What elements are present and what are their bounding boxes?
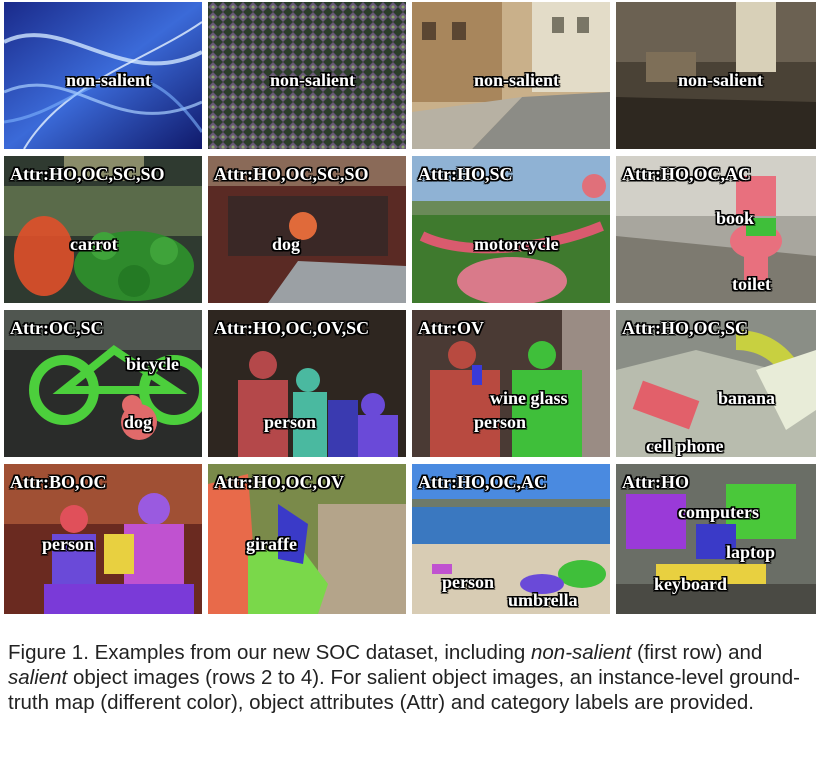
category-label: book (716, 208, 755, 228)
image-motorcycle: Attr:HO,SC motorcycle (412, 156, 610, 303)
category-label: keyboard (654, 574, 728, 594)
caption-emphasis: non-salient (531, 641, 632, 664)
category-label: toilet (732, 274, 771, 294)
image-street: non-salient (412, 2, 610, 149)
scooter-picture (4, 464, 202, 614)
image-beach: Attr:HO,OC,AC person umbrella (412, 464, 610, 614)
category-label: person (264, 412, 317, 432)
figure-caption: Figure 1. Examples from our new SOC data… (8, 640, 816, 715)
category-label: banana (718, 388, 776, 408)
wine-picture (412, 310, 610, 457)
image-toilet: Attr:HO,OC,AC book toilet (616, 156, 816, 303)
category-label: umbrella (508, 590, 578, 610)
toilet-picture (616, 156, 816, 303)
attribute-label: Attr:HO,OC,AC (622, 164, 751, 184)
category-label: wine glass (490, 388, 568, 408)
category-label: dog (272, 234, 301, 254)
attribute-label: Attr:HO,SC (418, 164, 513, 184)
category-label: non-salient (66, 70, 152, 90)
category-label: computers (678, 502, 759, 522)
caption-text: Figure 1. Examples from our new SOC data… (8, 641, 531, 664)
bicycle-picture (4, 310, 202, 457)
giraffe-picture (208, 464, 406, 614)
category-label: bicycle (126, 354, 179, 374)
desk-picture (616, 310, 816, 457)
image-room: non-salient (616, 2, 816, 149)
image-scooter: Attr:BO,OC person (4, 464, 202, 614)
motorcycle-picture (412, 156, 610, 303)
room-picture (616, 2, 816, 149)
category-label: laptop (726, 542, 776, 562)
category-label: motorcycle (474, 234, 559, 254)
texture-picture (208, 2, 406, 149)
category-label: person (474, 412, 527, 432)
category-label: giraffe (246, 534, 297, 554)
image-texture: non-salient (208, 2, 406, 149)
attribute-label: Attr:HO (622, 472, 689, 492)
street-picture (412, 2, 610, 149)
category-label: non-salient (678, 70, 764, 90)
abstract-light-picture (4, 2, 202, 149)
image-abstract-light: non-salient (4, 2, 202, 149)
beach-picture (412, 464, 610, 614)
attribute-label: Attr:HO,OC,OV (214, 472, 344, 492)
attribute-label: Attr:OC,SC (10, 318, 104, 338)
attribute-label: Attr:HO,OC,AC (418, 472, 547, 492)
category-label: dog (124, 412, 153, 432)
dog-car-picture (208, 156, 406, 303)
image-desk: Attr:HO,OC,SC banana cell phone (616, 310, 816, 457)
category-label: non-salient (474, 70, 560, 90)
category-label: non-salient (270, 70, 356, 90)
caption-text: object images (rows 2 to 4). For salient… (8, 666, 800, 714)
image-wine: Attr:OV wine glass person (412, 310, 610, 457)
category-label: person (42, 534, 95, 554)
attribute-label: Attr:OV (418, 318, 484, 338)
image-market: Attr:HO,OC,SC,SO carrot (4, 156, 202, 303)
figure-grid: non-salient non-salient non-salient non (4, 2, 816, 614)
attribute-label: Attr:BO,OC (10, 472, 107, 492)
attribute-label: Attr:HO,OC,SC (622, 318, 748, 338)
attribute-label: Attr:HO,OC,OV,SC (214, 318, 370, 338)
image-people: Attr:HO,OC,OV,SC person (208, 310, 406, 457)
caption-text: (first row) and (631, 641, 763, 664)
image-giraffe: Attr:HO,OC,OV giraffe (208, 464, 406, 614)
image-office: Attr:HO computers laptop keyboard (616, 464, 816, 614)
caption-emphasis: salient (8, 666, 68, 689)
category-label: carrot (70, 234, 118, 254)
market-picture (4, 156, 202, 303)
image-bicycle: Attr:OC,SC bicycle dog (4, 310, 202, 457)
attribute-label: Attr:HO,OC,SC,SO (214, 164, 369, 184)
people-picture (208, 310, 406, 457)
image-dog-car: Attr:HO,OC,SC,SO dog (208, 156, 406, 303)
office-picture (616, 464, 816, 614)
category-label: person (442, 572, 495, 592)
category-label: cell phone (646, 436, 724, 456)
attribute-label: Attr:HO,OC,SC,SO (10, 164, 165, 184)
